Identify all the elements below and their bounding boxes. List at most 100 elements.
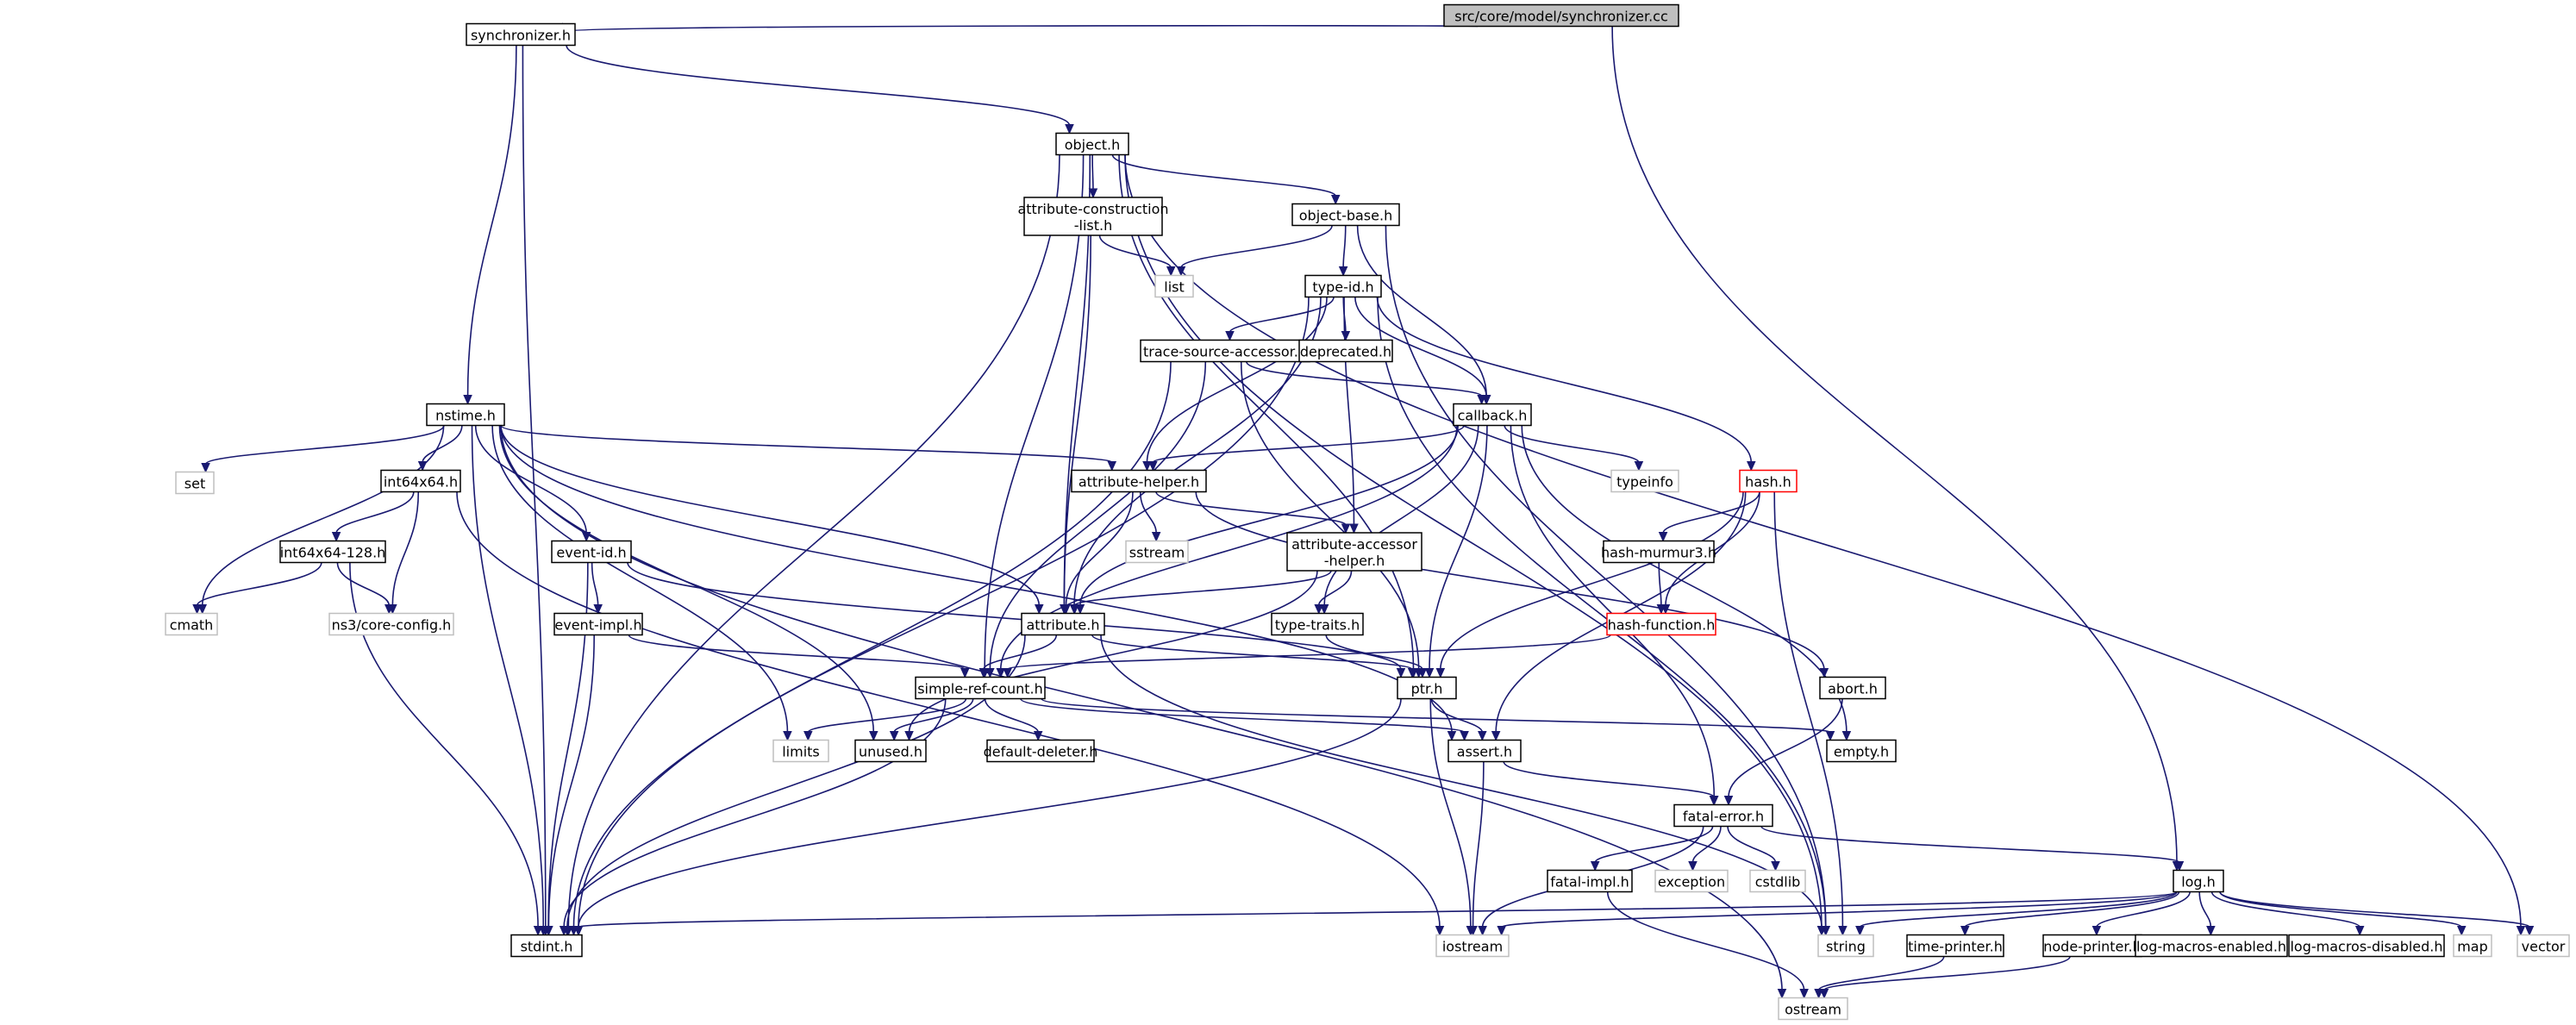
edge-root-to-log_h xyxy=(1611,26,2182,872)
edge-object_h-to-stdint_h xyxy=(564,154,1060,936)
edge-ptr_h-to-assert_h xyxy=(1430,698,1487,741)
edge-log_h-to-iostream xyxy=(1497,891,2178,936)
node-stdint-h[interactable]: stdint.h xyxy=(510,934,583,958)
edge-hash_h-to-ptr_h xyxy=(1435,491,1744,678)
node-timeprinter-h[interactable]: time-printer.h xyxy=(1906,934,2004,958)
node-eventimpl-h[interactable]: event-impl.h xyxy=(553,612,643,636)
edges-layer xyxy=(192,22,2535,999)
node-synchronizer-h[interactable]: synchronizer.h xyxy=(466,22,576,47)
node-box xyxy=(1298,339,1393,363)
node-box xyxy=(1603,540,1715,564)
node-label: exception xyxy=(1658,874,1725,891)
node-int64x64-h[interactable]: int64x64.h xyxy=(380,469,461,493)
edge-hash_h-to-string xyxy=(1773,491,1848,936)
node-box xyxy=(1304,274,1382,298)
node-assert-h[interactable]: assert.h xyxy=(1447,739,1522,763)
node-label: vector xyxy=(2522,939,2566,955)
edge-fatalerror_h-to-cstdlib xyxy=(1727,826,1780,872)
node-box xyxy=(1397,676,1457,700)
node-acl-h[interactable]: attribute-construction-list.h xyxy=(1017,197,1169,236)
edge-eventimpl_h-to-stdint_h xyxy=(544,634,595,936)
edge-assert_h-to-fatalerror_h xyxy=(1503,761,1719,806)
node-empty-h[interactable]: empty.h xyxy=(1826,739,1897,763)
node-box xyxy=(1071,469,1207,493)
node-label: type-id.h xyxy=(1312,279,1373,296)
edge-log_h-to-timeprinter_h xyxy=(1960,891,2180,936)
node-tsa-h[interactable]: trace-source-accessor.h xyxy=(1140,339,1310,363)
node-callback-h[interactable]: callback.h xyxy=(1453,403,1532,427)
node-object-h[interactable]: object.h xyxy=(1055,132,1129,156)
node-int128-h[interactable]: int64x64-128.h xyxy=(279,540,386,564)
node-box xyxy=(1606,612,1716,636)
node-set: set xyxy=(175,471,215,495)
edge-nstime_h-to-attrhelper_h xyxy=(500,424,1117,472)
node-map: map xyxy=(2453,934,2492,958)
edge-typetraits_h-to-ptr_h xyxy=(1325,634,1428,678)
node-log-h[interactable]: log.h xyxy=(2173,869,2224,893)
node-label: typeinfo xyxy=(1616,474,1673,491)
node-label: iostream xyxy=(1442,939,1503,955)
node-label: time-printer.h xyxy=(1908,939,2003,955)
edge-object_h-to-acl_h xyxy=(1088,154,1098,199)
edge-log_h-to-lme_h xyxy=(2198,891,2216,936)
node-nstime-h[interactable]: nstime.h xyxy=(426,403,505,427)
node-label: node-printer.h xyxy=(2043,939,2141,955)
node-label: limits xyxy=(782,744,820,760)
node-box xyxy=(1447,739,1522,763)
node-label: list xyxy=(1164,279,1185,296)
nodes-layer: src/core/model/synchronizer.cc synchroniz… xyxy=(165,3,2570,1021)
node-lmd-h[interactable]: log-macros-disabled.h xyxy=(2288,934,2445,958)
edge-int64x64_h-to-iostream xyxy=(456,491,1445,936)
node-box xyxy=(553,612,643,636)
node-label: log.h xyxy=(2181,874,2216,891)
node-label: cstdlib xyxy=(1755,874,1801,891)
edge-nstime_h-to-limits xyxy=(491,425,792,741)
node-unused-h[interactable]: unused.h xyxy=(854,739,927,763)
node-lme-h[interactable]: log-macros-enabled.h xyxy=(2135,934,2288,958)
node-box xyxy=(2173,869,2224,893)
node-eventid-h[interactable]: event-id.h xyxy=(551,540,632,564)
node-box xyxy=(2135,934,2288,958)
node-box xyxy=(1826,739,1897,763)
edge-murmur_h-to-hashfn_h xyxy=(1656,562,1666,615)
node-fatalimpl-h[interactable]: fatal-impl.h xyxy=(1547,869,1633,893)
node-box xyxy=(279,540,386,564)
node-nodeprinter-h[interactable]: node-printer.h xyxy=(2042,934,2142,958)
node-box xyxy=(1547,869,1633,893)
node-attrhelper-h[interactable]: attribute-helper.h xyxy=(1071,469,1207,493)
node-murmur-h[interactable]: hash-murmur3.h xyxy=(1601,540,1716,564)
edge-callback_h-to-attribute_h xyxy=(1075,425,1459,615)
node-box xyxy=(1739,469,1798,493)
node-attribute-h[interactable]: attribute.h xyxy=(1021,612,1105,636)
node-typeid-h[interactable]: type-id.h xyxy=(1304,274,1382,298)
node-deprecated-h[interactable]: deprecated.h xyxy=(1298,339,1393,363)
edge-int128_h-to-coreconfig_h xyxy=(336,562,394,615)
node-dd-h[interactable]: default-deleter.h xyxy=(984,739,1098,763)
node-vector: vector xyxy=(2517,934,2570,958)
node-box xyxy=(380,469,461,493)
node-aah-h[interactable]: attribute-accessor-helper.h xyxy=(1286,532,1422,572)
node-ptr-h[interactable]: ptr.h xyxy=(1397,676,1457,700)
node-objbase-h[interactable]: object-base.h xyxy=(1291,203,1400,227)
node-src-h[interactable]: simple-ref-count.h xyxy=(915,676,1046,700)
edge-eventid_h-to-ptr_h xyxy=(627,562,1406,678)
edge-objbase_h-to-typeid_h xyxy=(1338,225,1348,277)
node-hash-h[interactable]: hash.h xyxy=(1739,469,1798,493)
node-box xyxy=(1055,132,1129,156)
node-box xyxy=(1435,934,1510,958)
node-exception: exception xyxy=(1654,869,1729,893)
node-cstdlib: cstdlib xyxy=(1749,869,1806,893)
edge-objbase_h-to-list xyxy=(1176,225,1333,277)
edge-nstime_h-to-stdint_h xyxy=(471,425,548,936)
node-hashfn-h[interactable]: hash-function.h xyxy=(1606,612,1716,636)
node-limits: limits xyxy=(772,739,829,763)
node-label: log-macros-disabled.h xyxy=(2290,939,2442,955)
edge-fatalerror_h-to-fatalimpl_h xyxy=(1590,826,1714,872)
node-root[interactable]: src/core/model/synchronizer.cc xyxy=(1443,3,1679,28)
node-abort-h[interactable]: abort.h xyxy=(1819,676,1886,700)
node-typetraits-h[interactable]: type-traits.h xyxy=(1271,612,1364,636)
node-box xyxy=(2453,934,2492,958)
node-coreconfig-h: ns3/core-config.h xyxy=(328,612,454,636)
edge-int64x64_h-to-int128_h xyxy=(331,491,415,542)
node-fatalerror-h[interactable]: fatal-error.h xyxy=(1673,803,1773,828)
